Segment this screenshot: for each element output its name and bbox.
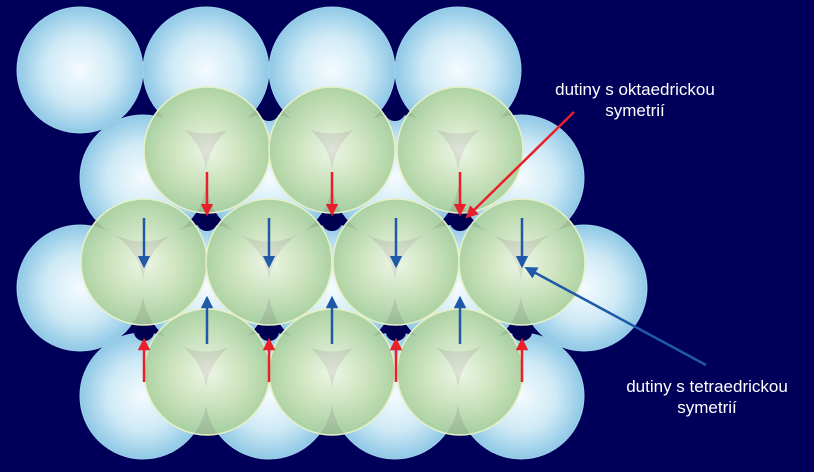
octahedral-void (134, 323, 154, 341)
tetrahedral-label-line2: symetrií (677, 398, 737, 417)
octahedral-void (386, 323, 406, 341)
bottom-layer-sphere (16, 6, 144, 134)
octahedral-void (259, 103, 279, 121)
pointer-lines (465, 111, 707, 367)
octahedral-label-line2: symetrií (605, 101, 665, 120)
tetrahedral-label-line1: dutiny s tetraedrickou (626, 377, 788, 396)
top-sphere-layer (80, 86, 586, 436)
octahedral-void (197, 213, 217, 231)
dark-voids (134, 103, 532, 341)
octahedral-void (385, 103, 405, 121)
octahedral-void (322, 213, 342, 231)
octahedral-void (259, 323, 279, 341)
tetrahedral-pointer-line (524, 267, 707, 367)
void-arrows (137, 172, 529, 382)
octahedral-voids-label: dutiny s oktaedrickou symetrií (530, 79, 740, 121)
octahedral-void (512, 323, 532, 341)
octahedral-void (450, 213, 470, 231)
octahedral-pointer-line (465, 111, 575, 219)
tetrahedral-voids-label: dutiny s tetraedrickou symetrií (596, 376, 814, 418)
octahedral-label-line1: dutiny s oktaedrickou (555, 80, 715, 99)
